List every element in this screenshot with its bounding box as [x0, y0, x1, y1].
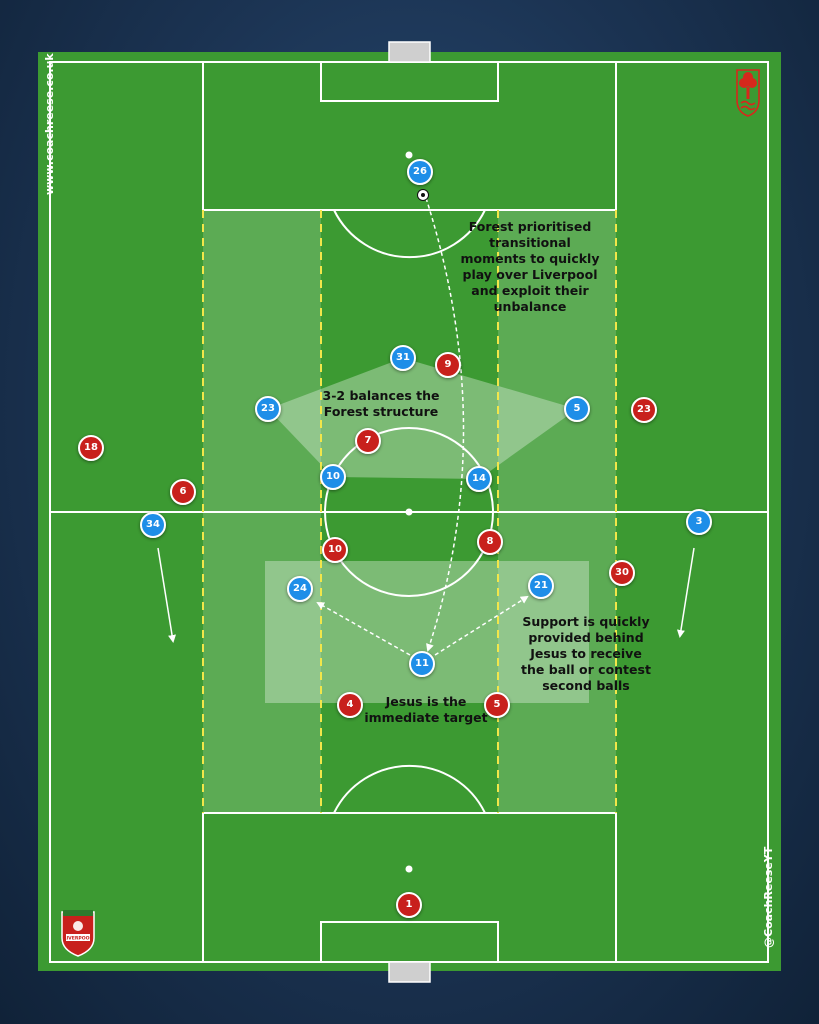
run-arrow-right [676, 547, 695, 638]
liverpool-player: 5 [564, 396, 590, 422]
liverpool-player: 23 [255, 396, 281, 422]
forest-player: 23 [631, 397, 657, 423]
penalty-spot-bottom [405, 865, 413, 873]
liverpool-player: 31 [390, 345, 416, 371]
liverpool-crest-icon: LIVERPOOL [61, 910, 95, 957]
long-ball-pass [425, 197, 465, 652]
forest-player: 8 [477, 529, 503, 555]
liverpool-player: 11 [409, 651, 435, 677]
forest-player: 10 [322, 537, 348, 563]
liverpool-player: 21 [528, 573, 554, 599]
annotation-balance: 3-2 balances the Forest structure [322, 388, 440, 419]
forest-crest-icon [736, 69, 760, 117]
goal-top [388, 41, 431, 63]
forest-player: 1 [396, 892, 422, 918]
centre-spot [405, 508, 413, 516]
forest-player: 30 [609, 560, 635, 586]
annotation-support: Support is quickly provided behind Jesus… [521, 614, 651, 693]
penalty-spot-top [405, 151, 413, 159]
forest-player: 9 [435, 352, 461, 378]
lay-off-left-pass [316, 602, 411, 656]
forest-player: 6 [170, 479, 196, 505]
forest-player: 7 [355, 428, 381, 454]
liverpool-player: 34 [140, 512, 166, 538]
forest-player: 18 [78, 435, 104, 461]
liverpool-player: 3 [686, 509, 712, 535]
forest-player: 5 [484, 692, 510, 718]
annotation-forest-transition: Forest prioritised transitional moments … [460, 219, 600, 314]
liverpool-player: 10 [320, 464, 346, 490]
crest-text: LIVERPOOL [64, 936, 93, 942]
goal-bottom [388, 961, 431, 983]
website-watermark: www.coachreese.co.uk [43, 53, 56, 195]
liverpool-player: 26 [407, 159, 433, 185]
handle-watermark: @CoachReeseYT [762, 846, 775, 948]
forest-player: 4 [337, 692, 363, 718]
annotation-jesus-target: Jesus is the immediate target [364, 694, 488, 725]
liverpool-player: 14 [466, 466, 492, 492]
liverpool-player: 24 [287, 576, 313, 602]
run-arrow-left [157, 547, 176, 643]
ball-icon [417, 189, 429, 201]
balance-shape [268, 358, 577, 479]
zone-lines [202, 210, 617, 813]
